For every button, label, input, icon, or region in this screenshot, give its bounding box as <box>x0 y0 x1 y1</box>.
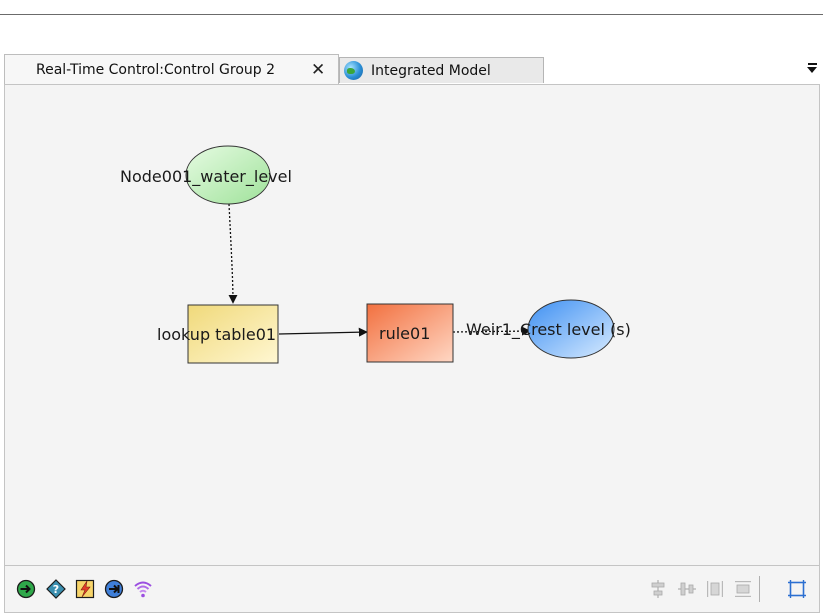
tab-integrated-model[interactable]: Integrated Model <box>339 57 544 83</box>
diagram-toolbar: ? <box>4 566 820 613</box>
close-tab-icon[interactable]: ✕ <box>311 60 326 80</box>
align-middle-icon[interactable] <box>677 579 697 599</box>
diagram-svg: Node001_water_level lookup table01 rule0… <box>120 145 631 364</box>
add-input-icon[interactable] <box>16 579 36 599</box>
edge-rule-to-output <box>452 326 531 336</box>
tab-label: Integrated Model <box>371 62 491 79</box>
edge-lookup-to-rule <box>278 327 368 337</box>
rtc-document-window: Real-Time Control:Control Group 2 ✕ Inte… <box>4 51 820 613</box>
tab-list-dropdown-icon[interactable] <box>807 63 818 75</box>
tab-strip: Real-Time Control:Control Group 2 ✕ Inte… <box>4 51 820 84</box>
tab-real-time-control[interactable]: Real-Time Control:Control Group 2 ✕ <box>4 54 339 84</box>
distribute-vertical-icon[interactable] <box>733 579 753 599</box>
rule-node-label: rule01 <box>379 324 430 343</box>
rule-node-shape[interactable] <box>366 303 454 363</box>
add-output-icon[interactable] <box>104 579 124 599</box>
top-divider-line <box>0 14 823 15</box>
distribute-horizontal-icon[interactable] <box>705 579 725 599</box>
fit-to-window-icon[interactable] <box>787 579 807 599</box>
output-node-shape[interactable] <box>527 299 615 359</box>
edge-input-to-lookup <box>228 203 238 304</box>
svg-text:?: ? <box>53 583 59 596</box>
diagram-canvas[interactable]: Node001_water_level lookup table01 rule0… <box>4 84 820 566</box>
globe-icon <box>344 61 363 80</box>
toolbar-separator <box>759 576 760 602</box>
tab-label: Real-Time Control:Control Group 2 <box>36 61 276 78</box>
add-signal-icon[interactable] <box>133 579 153 599</box>
add-rule-icon[interactable] <box>75 579 95 599</box>
align-center-icon[interactable] <box>648 579 668 599</box>
output-node-label: Weir1_Crest level (s) <box>466 320 631 340</box>
input-node-label: Node001_water_level <box>120 167 292 187</box>
input-node-shape[interactable] <box>185 145 271 205</box>
lookup-node-label: lookup table01 <box>157 325 276 344</box>
add-condition-icon[interactable]: ? <box>46 579 66 599</box>
lookup-node-shape[interactable] <box>187 304 279 364</box>
